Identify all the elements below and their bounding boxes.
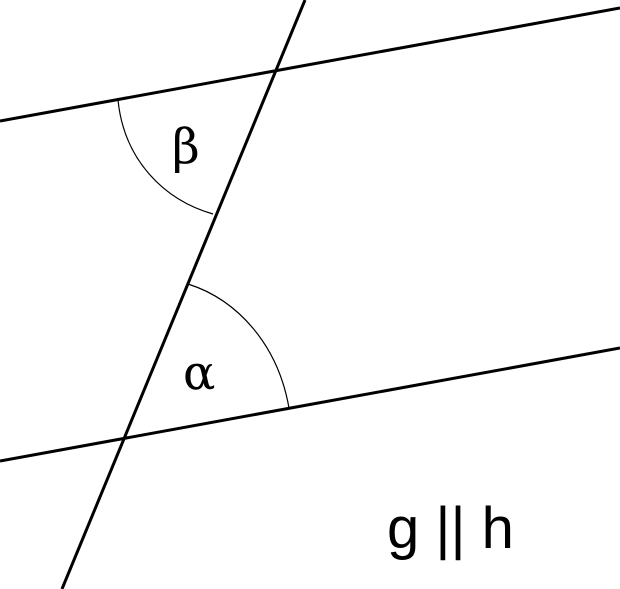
angle-beta-label: β [172,119,200,175]
parallel-statement: g || h [387,496,514,561]
angle-beta-arc [117,99,214,215]
transversal-line [60,0,307,589]
angle-alpha-arc [187,283,290,409]
upper-parallel-line [0,6,620,123]
angle-alpha-label: α [183,345,215,401]
lower-parallel-line [0,346,620,463]
